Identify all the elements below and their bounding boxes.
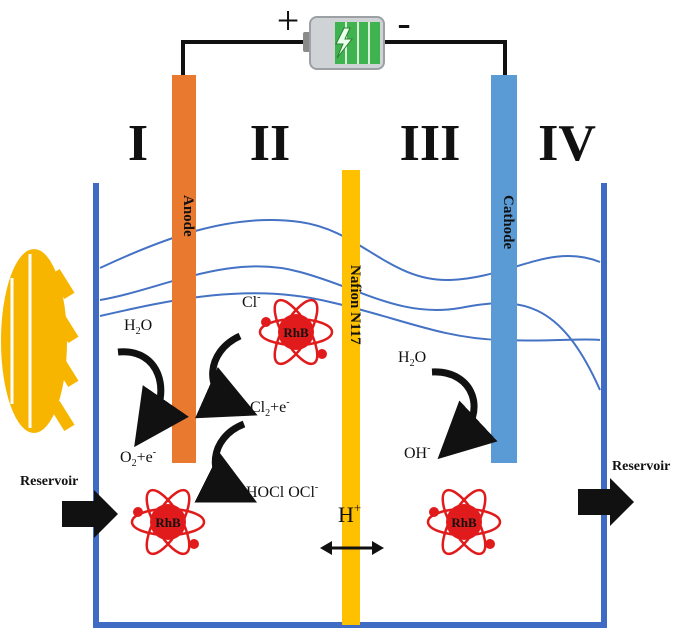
inflow-arrow-icon: [62, 490, 118, 538]
o2-label: O2+e-: [120, 447, 156, 469]
h2o-left-label: H2O: [124, 317, 152, 337]
rhb-molecule-icon: RhB: [258, 298, 334, 366]
hplus-label: H+: [338, 500, 361, 527]
membrane-label: Nafion N117: [347, 265, 363, 345]
region-label-1: I: [128, 115, 148, 172]
curved-arrow-cl: [195, 332, 258, 419]
rhb-label: RhB: [283, 325, 309, 340]
h2o-right-label: H2O: [398, 349, 426, 369]
cl-label: Cl-: [242, 292, 260, 311]
region-label-4: IV: [538, 115, 596, 172]
rhb-molecule-icon: RhB: [426, 488, 502, 556]
cl2-label: Cl2+e-: [250, 397, 290, 419]
oh-label: OH-: [404, 443, 430, 462]
rhb-molecule-icon: RhB: [130, 488, 206, 556]
cathode-electrode: [491, 75, 517, 463]
proton-transfer-arrow: [320, 541, 384, 555]
curved-arrow-right: [431, 368, 498, 460]
region-label-2: II: [250, 115, 290, 172]
curved-arrow-cl2: [194, 420, 258, 503]
nafion-membrane: [342, 170, 360, 625]
battery-plus-label: +: [277, 0, 300, 43]
curved-arrow-left: [117, 348, 189, 448]
region-label-3: III: [400, 115, 461, 172]
battery-icon: [303, 16, 385, 70]
reservoir-out-label: Reservoir: [612, 459, 670, 474]
rhb-label: RhB: [451, 515, 477, 530]
outflow-arrow-icon: [578, 478, 634, 526]
circuit-wire: [181, 40, 507, 75]
anode-label: Anode: [180, 195, 196, 237]
rhb-label: RhB: [155, 515, 181, 530]
hocl-label: HOCl OCl-: [246, 482, 318, 501]
sun-icon: [1, 249, 79, 433]
reservoir-in-label: Reservoir: [20, 474, 78, 489]
cathode-label: Cathode: [500, 195, 516, 250]
battery-minus-label: -: [397, 0, 410, 45]
anode-electrode: [172, 75, 196, 463]
